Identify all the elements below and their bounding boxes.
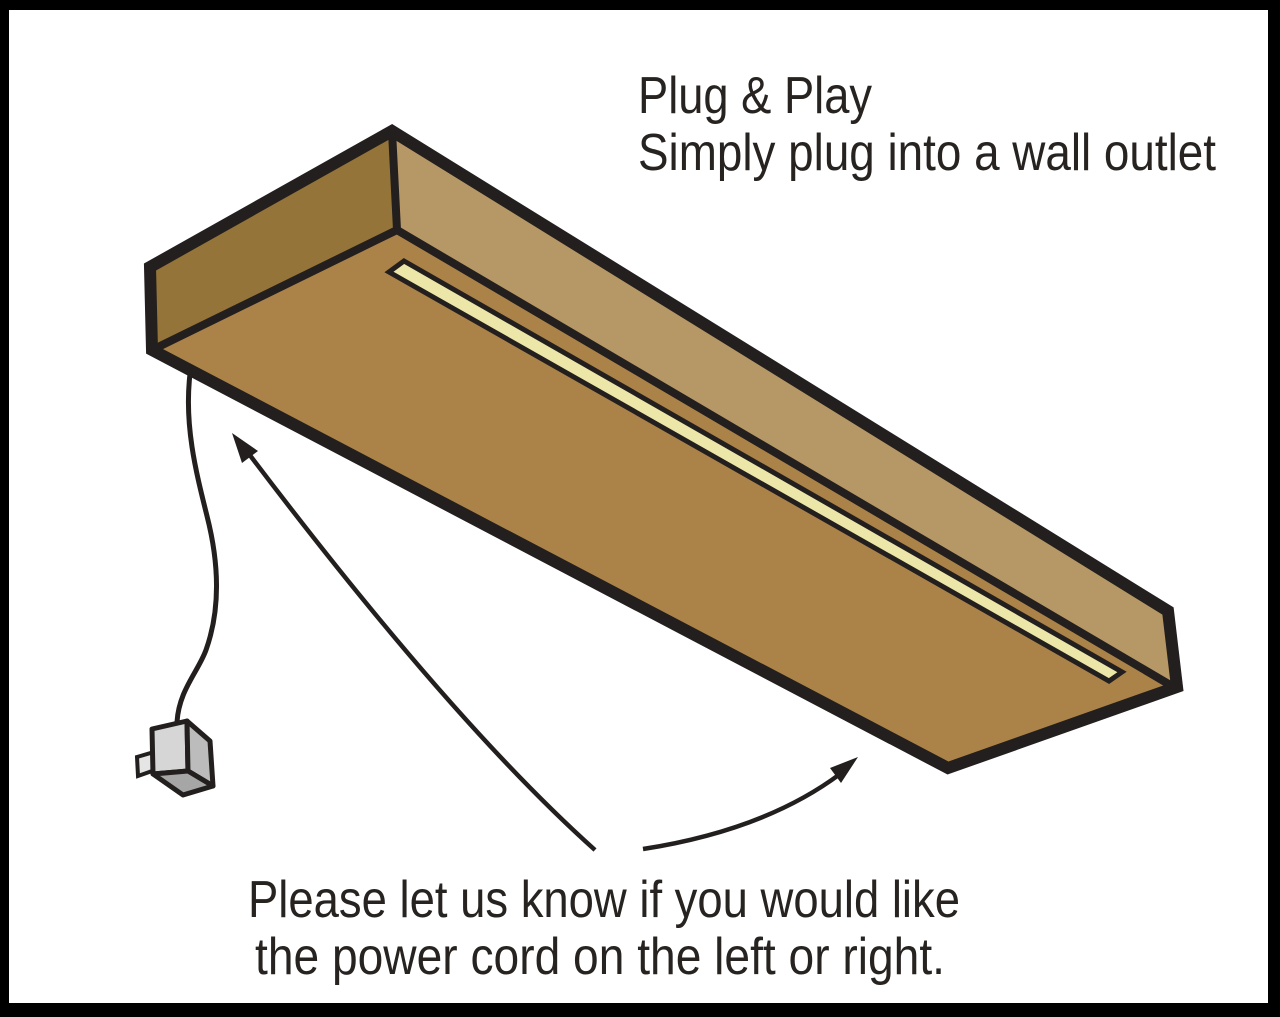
bottom-note-line2: the power cord on the left or right. bbox=[255, 928, 945, 986]
plug-front-face bbox=[149, 718, 191, 777]
bottom-note-line1: Please let us know if you would like bbox=[248, 871, 960, 929]
light-strip bbox=[384, 258, 1127, 684]
power-cord bbox=[174, 371, 220, 725]
shelf-bottom-face bbox=[152, 230, 1172, 768]
left-arrow-head-icon bbox=[232, 433, 258, 463]
power-cord-and-plug bbox=[134, 371, 220, 798]
plug-bottom-face bbox=[150, 768, 216, 798]
top-note-line1: Plug & Play bbox=[638, 67, 872, 125]
right-arrow-head-icon bbox=[830, 757, 858, 783]
left-arrow-shaft bbox=[244, 448, 597, 852]
shelf-left-end-face bbox=[150, 131, 397, 350]
shelf-outline bbox=[143, 124, 1184, 775]
shelf bbox=[143, 124, 1184, 775]
right-arrow-shaft bbox=[642, 772, 842, 852]
top-note-line2: Simply plug into a wall outlet bbox=[638, 124, 1216, 182]
annotations: Plug & Play Simply plug into a wall outl… bbox=[248, 67, 1216, 986]
callout-arrows bbox=[232, 433, 858, 852]
shelf-back-face bbox=[392, 131, 1172, 686]
shelf-inner-edges bbox=[150, 130, 1175, 690]
